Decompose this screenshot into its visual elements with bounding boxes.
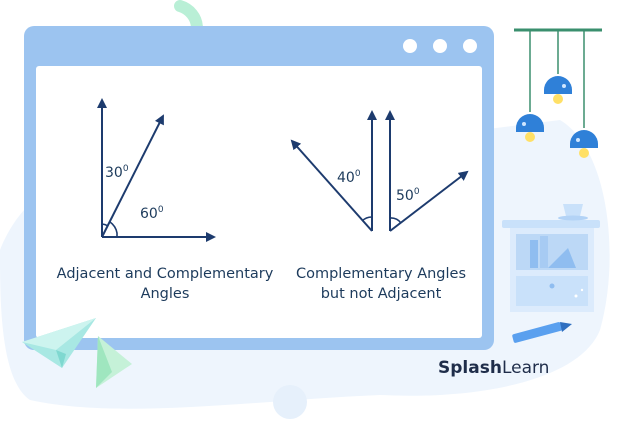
diagram-adjacent xyxy=(97,98,216,242)
angle-label-40: 400 xyxy=(337,169,361,186)
window-dot-icon xyxy=(403,39,417,53)
caption-complementary-not-adjacent: Complementary Angles but not Adjacent xyxy=(295,266,467,302)
caption-adjacent-complementary: Adjacent and Complementary Angles xyxy=(56,266,274,302)
window-dot-icon xyxy=(433,39,447,53)
logo-light-text: Learn xyxy=(501,358,550,378)
angle-label-30: 300 xyxy=(105,164,129,181)
background-circle xyxy=(273,385,307,419)
lamp-icon xyxy=(544,30,572,104)
logo-bold-text: Splash xyxy=(438,358,502,378)
angle-label-50: 500 xyxy=(396,187,420,204)
cup-icon xyxy=(558,204,588,221)
window-content xyxy=(36,66,482,338)
paper-plane-icon xyxy=(22,318,96,368)
angle-label-60: 600 xyxy=(140,205,164,222)
nightstand-icon xyxy=(502,220,600,312)
crayon-icon xyxy=(512,322,572,343)
paper-plane-icon xyxy=(96,336,132,388)
window-dot-icon xyxy=(463,39,477,53)
splashlearn-logo: SplashLearn xyxy=(438,358,549,378)
lamp-icon xyxy=(570,30,598,158)
diagram-non-adjacent xyxy=(290,110,469,232)
lamp-icon xyxy=(516,30,544,142)
